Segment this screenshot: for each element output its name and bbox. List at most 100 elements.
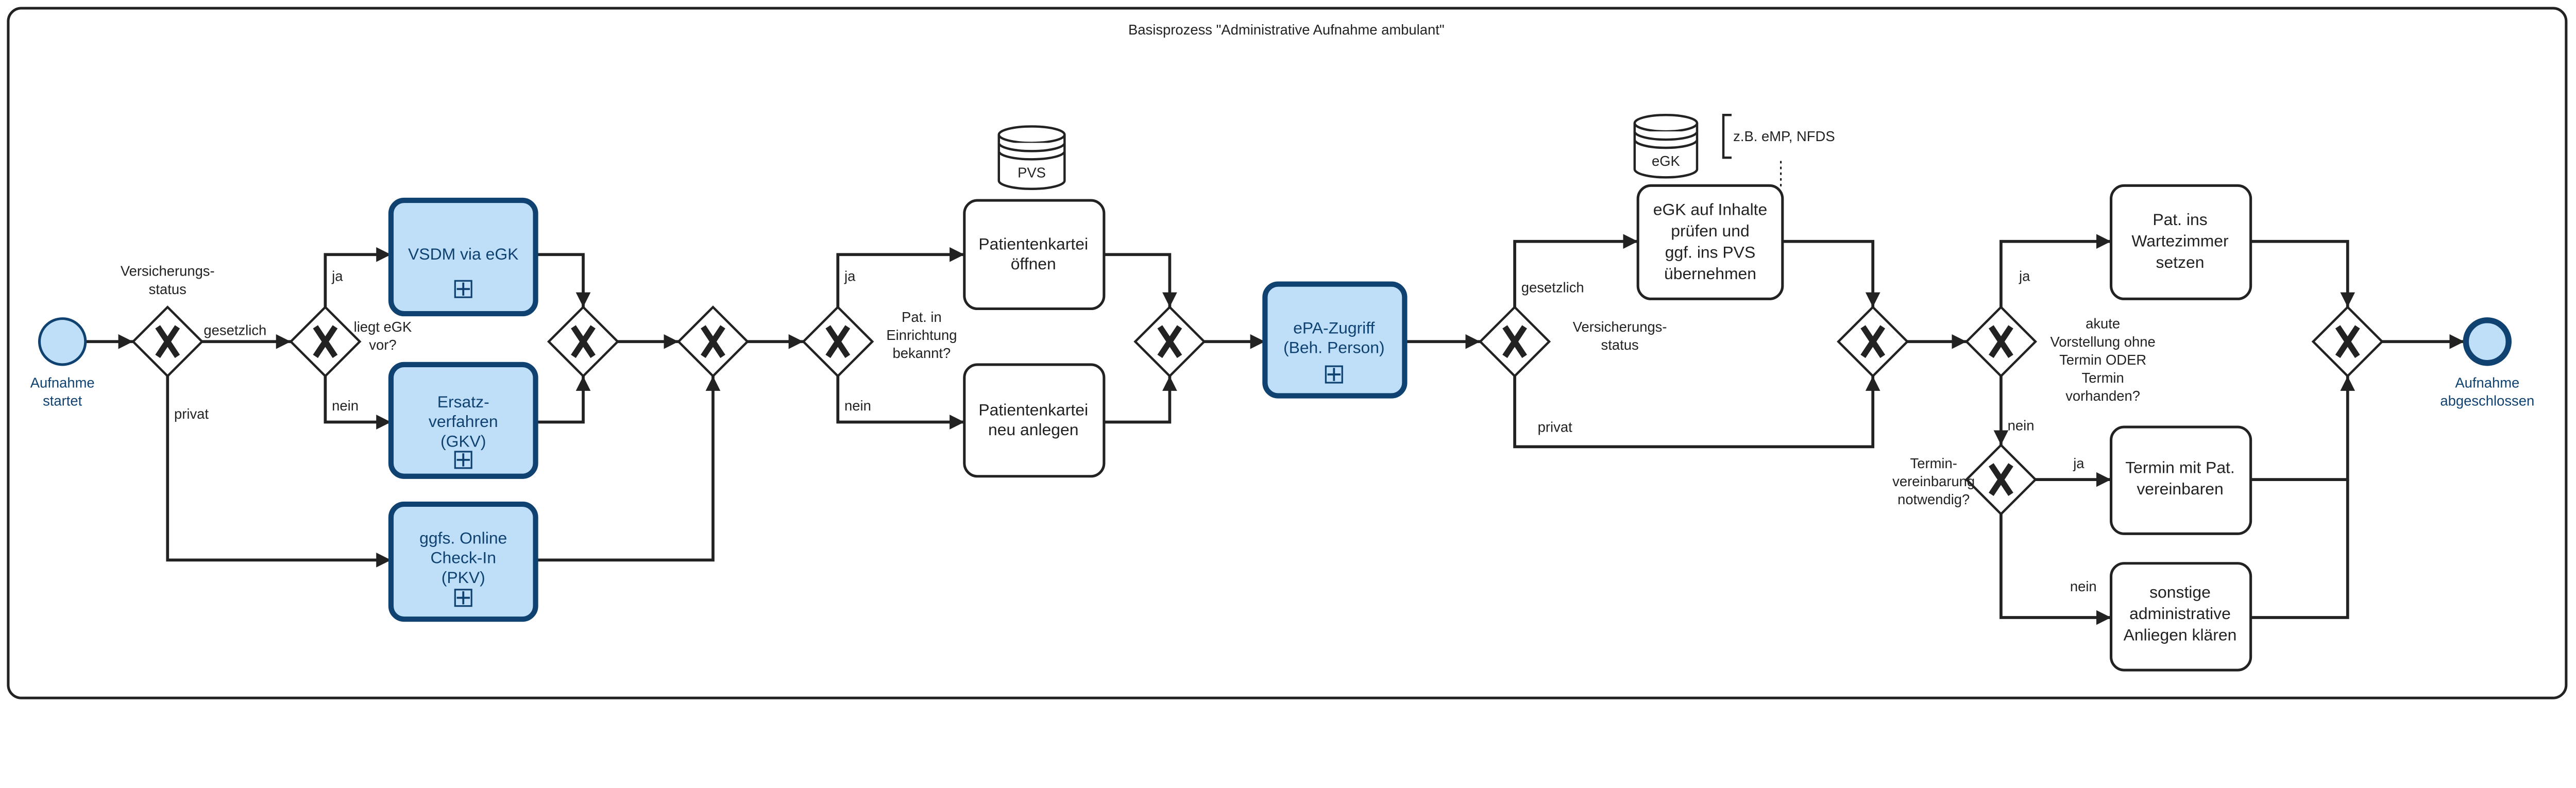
task-label: Ersatz-: [437, 392, 489, 411]
task-label: Termin mit Pat.: [2125, 458, 2235, 476]
data-store-label: PVS: [1018, 164, 1046, 180]
data-store-label: eGK: [1652, 153, 1680, 169]
data-store-egk[interactable]: eGK: [1633, 113, 1699, 179]
x-icon: [825, 325, 851, 358]
task-label: (GKV): [440, 432, 486, 450]
task-patientenkartei-oeffnen[interactable]: Patientenkartei öffnen: [963, 199, 1106, 311]
task-patientenkartei-neu[interactable]: Patientenkartei neu anlegen: [963, 363, 1106, 478]
gateway-label: vor?: [369, 337, 396, 353]
gateway-merge-1[interactable]: [547, 305, 620, 378]
x-icon: [2335, 325, 2360, 358]
gateway-egk-vorhanden[interactable]: [289, 305, 362, 378]
task-label: übernehmen: [1664, 264, 1756, 283]
flow-g1-checkin[interactable]: [166, 376, 391, 568]
task-label: Patientenkartei: [978, 235, 1088, 253]
flow-label: nein: [2008, 417, 2035, 433]
task-label: setzen: [2156, 253, 2205, 271]
sequence-flows: [85, 234, 2465, 625]
task-label: Check-In: [430, 549, 496, 567]
task-wartezimmer[interactable]: Pat. ins Wartezimmer setzen: [2110, 184, 2252, 300]
flow-g9-warte[interactable]: [1999, 234, 2111, 307]
gateway-merge-5[interactable]: [2311, 305, 2384, 378]
flow-new-g6[interactable]: [1104, 376, 1177, 424]
gateway-label: Einrichtung: [886, 327, 957, 343]
gateway-label: vereinbarung: [1892, 473, 1975, 489]
flow-egk-g8[interactable]: [1782, 239, 1880, 307]
gateway-label: status: [1601, 337, 1639, 353]
data-store-pvs[interactable]: PVS: [997, 125, 1066, 190]
flow-label: ja: [2073, 455, 2084, 471]
x-icon: [571, 325, 596, 358]
expand-icon[interactable]: [454, 280, 472, 298]
task-label: öffnen: [1011, 254, 1056, 273]
flow-label: gesetzlich: [204, 322, 266, 338]
subprocess-online-checkin[interactable]: ggfs. Online Check-In (PKV): [388, 501, 538, 622]
gateway-merge-4[interactable]: [1837, 305, 1909, 378]
flow-label: nein: [844, 398, 871, 414]
flow-g2-ersatz[interactable]: [324, 376, 391, 430]
gateway-label: notwendig?: [1897, 491, 1970, 507]
flow-g5-open[interactable]: [836, 247, 964, 307]
x-icon: [1989, 463, 2013, 496]
x-icon: [701, 325, 725, 358]
flow-g5-new[interactable]: [836, 376, 964, 430]
gateway-versicherungsstatus-2[interactable]: [1478, 305, 1551, 378]
task-egk-pruefen[interactable]: eGK auf Inhalte prüfen und ggf. ins PVS …: [1636, 184, 1784, 300]
start-event[interactable]: [38, 317, 87, 366]
x-icon: [313, 325, 338, 358]
task-label: ePA-Zugriff: [1293, 318, 1375, 337]
task-label: neu anlegen: [988, 420, 1078, 439]
gateway-versicherungsstatus[interactable]: [131, 305, 204, 378]
task-label: administrative: [2129, 604, 2231, 623]
flow-label: privat: [1538, 419, 1572, 435]
task-label: vereinbaren: [2137, 479, 2223, 498]
end-event-label: Aufnahme: [2455, 375, 2519, 391]
flow-g7-egk[interactable]: [1513, 234, 1638, 307]
flow-label: nein: [2070, 578, 2097, 594]
task-label: verfahren: [429, 412, 498, 431]
gateway-label: Termin-: [1910, 455, 1957, 471]
gateway-label: vorhanden?: [2065, 388, 2140, 404]
gateway-merge-3[interactable]: [1133, 305, 1206, 378]
flow-g10-sonstige[interactable]: [1999, 514, 2111, 625]
end-event[interactable]: [2463, 317, 2512, 366]
x-icon: [1157, 325, 1182, 358]
gateway-label: Pat. in: [902, 309, 942, 325]
gateway-merge-2[interactable]: [676, 305, 750, 378]
task-label: sonstige: [2149, 583, 2211, 602]
subprocess-ersatzverfahren[interactable]: Ersatz- verfahren (GKV): [388, 362, 538, 479]
flow-ersatz-g3[interactable]: [535, 376, 591, 424]
flow-label: ja: [2019, 268, 2030, 284]
task-label: (PKV): [442, 568, 485, 587]
flow-checkin-g4[interactable]: [535, 376, 721, 562]
task-sonstige-anliegen[interactable]: sonstige administrative Anliegen klären: [2110, 562, 2252, 672]
flow-label: ja: [331, 268, 343, 284]
gateway-patient-bekannt[interactable]: [802, 305, 874, 378]
expand-icon[interactable]: [454, 589, 472, 607]
task-label: ggf. ins PVS: [1665, 243, 1755, 262]
task-label: (Beh. Person): [1283, 338, 1385, 357]
flow-g2-vsdm[interactable]: [324, 247, 391, 307]
expand-icon[interactable]: [1325, 365, 1343, 384]
x-icon: [1860, 325, 1886, 358]
gateway-akute-vorstellung[interactable]: [1964, 305, 2038, 378]
flow-sonstige-g11[interactable]: [2250, 479, 2349, 619]
task-label: Patientenkartei: [978, 401, 1088, 419]
start-event-label: startet: [43, 393, 82, 409]
subprocess-vsdm[interactable]: VSDM via eGK: [388, 197, 538, 317]
task-termin-vereinbaren[interactable]: Termin mit Pat. vereinbaren: [2110, 425, 2252, 535]
flow-g7-g8[interactable]: [1513, 376, 1880, 449]
task-label: Wartezimmer: [2131, 231, 2229, 250]
gateway-terminvereinbarung[interactable]: [1964, 443, 2038, 516]
flow-label: privat: [174, 406, 209, 422]
gateway-label: Versicherungs-: [121, 263, 215, 279]
text-annotation[interactable]: z.B. eMP, NFDS: [1722, 113, 1835, 189]
gateway-label: bekannt?: [893, 345, 951, 361]
flow-open-g6[interactable]: [1104, 253, 1177, 307]
gateway-label: liegt eGK: [354, 319, 412, 335]
expand-icon[interactable]: [454, 451, 472, 469]
subprocess-epa-zugriff[interactable]: ePA-Zugriff (Beh. Person): [1262, 281, 1408, 399]
task-label: VSDM via eGK: [408, 245, 518, 263]
flow-vsdm-g3[interactable]: [535, 253, 591, 307]
flow-warte-g11[interactable]: [2250, 239, 2355, 307]
